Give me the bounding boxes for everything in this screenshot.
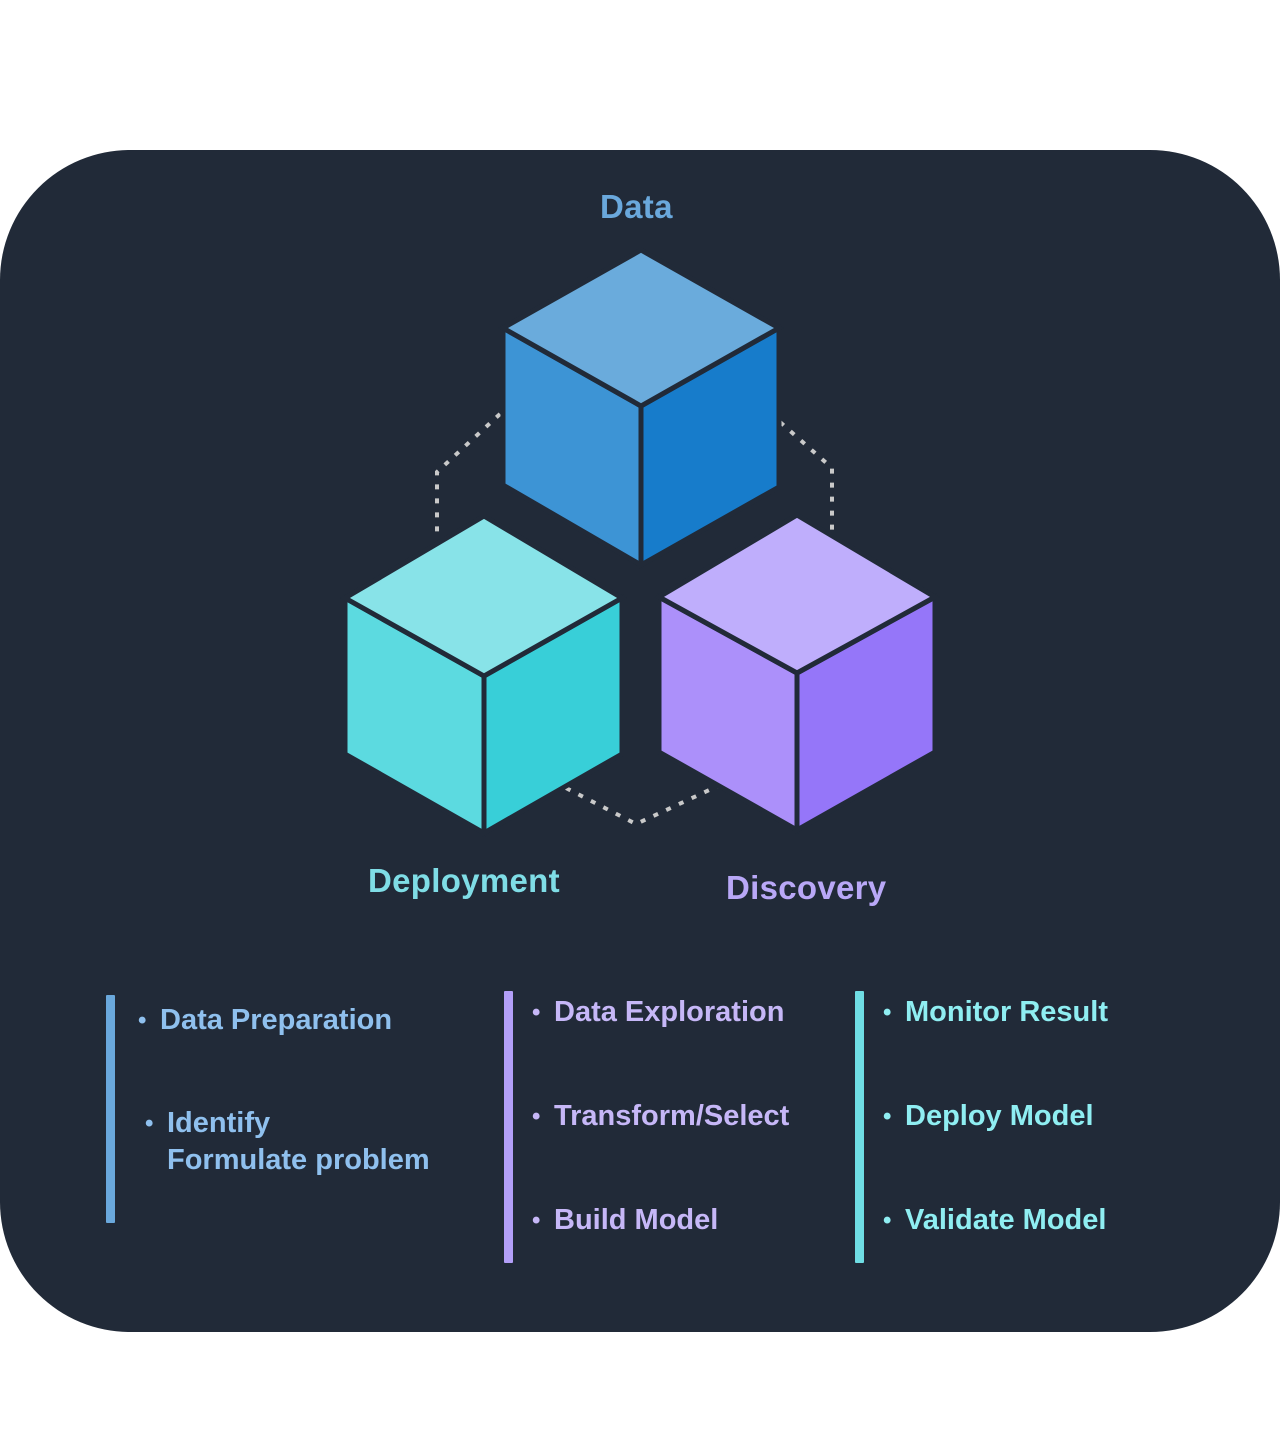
deployment-column-bar (855, 991, 864, 1263)
list-item-text: Data Preparation (160, 1004, 393, 1036)
connector-right (778, 420, 834, 530)
bullet-icon: • (532, 999, 541, 1026)
connector-lines (435, 412, 834, 827)
list-item-text: Formulate problem (167, 1144, 430, 1176)
data-cube-top-face (497, 247, 785, 409)
bullet-icon: • (883, 999, 892, 1026)
list-item: • Identify Formulate problem (145, 1105, 430, 1179)
discovery-label: Discovery (726, 869, 887, 906)
data-label: Data (600, 188, 673, 225)
connector-bottom (565, 784, 719, 827)
discovery-cube (653, 512, 941, 835)
deployment-label: Deployment (368, 862, 560, 899)
list-item-text: Identify (167, 1107, 271, 1139)
list-item-text: Data Exploration (554, 996, 785, 1028)
list-item-text: Validate Model (905, 1204, 1107, 1236)
deployment-cube-top-face (339, 513, 627, 679)
list-item-text: Transform/Select (554, 1100, 790, 1132)
data-cube (497, 247, 785, 570)
data-column-bar (106, 995, 115, 1223)
list-item: • Build Model (532, 1202, 719, 1239)
deployment-cube (339, 513, 627, 838)
bullet-icon: • (532, 1103, 541, 1130)
bullet-icon: • (883, 1207, 892, 1234)
list-item: • Data Exploration (532, 994, 785, 1031)
bullet-icon: • (532, 1207, 541, 1234)
list-item: • Data Preparation (138, 1002, 393, 1039)
list-item: • Monitor Result (883, 994, 1108, 1031)
list-item-text: Build Model (554, 1204, 719, 1236)
bullet-icon: • (145, 1110, 154, 1137)
list-item-text: Deploy Model (905, 1100, 1094, 1132)
bullet-icon: • (883, 1103, 892, 1130)
discovery-cube-top-face (653, 512, 941, 676)
list-item: • Transform/Select (532, 1098, 790, 1135)
connector-left (435, 412, 502, 540)
list-item-text: Monitor Result (905, 996, 1108, 1028)
bullet-icon: • (138, 1007, 147, 1034)
list-item: • Deploy Model (883, 1098, 1094, 1135)
list-item: • Validate Model (883, 1202, 1107, 1239)
discovery-column-bar (504, 991, 513, 1263)
